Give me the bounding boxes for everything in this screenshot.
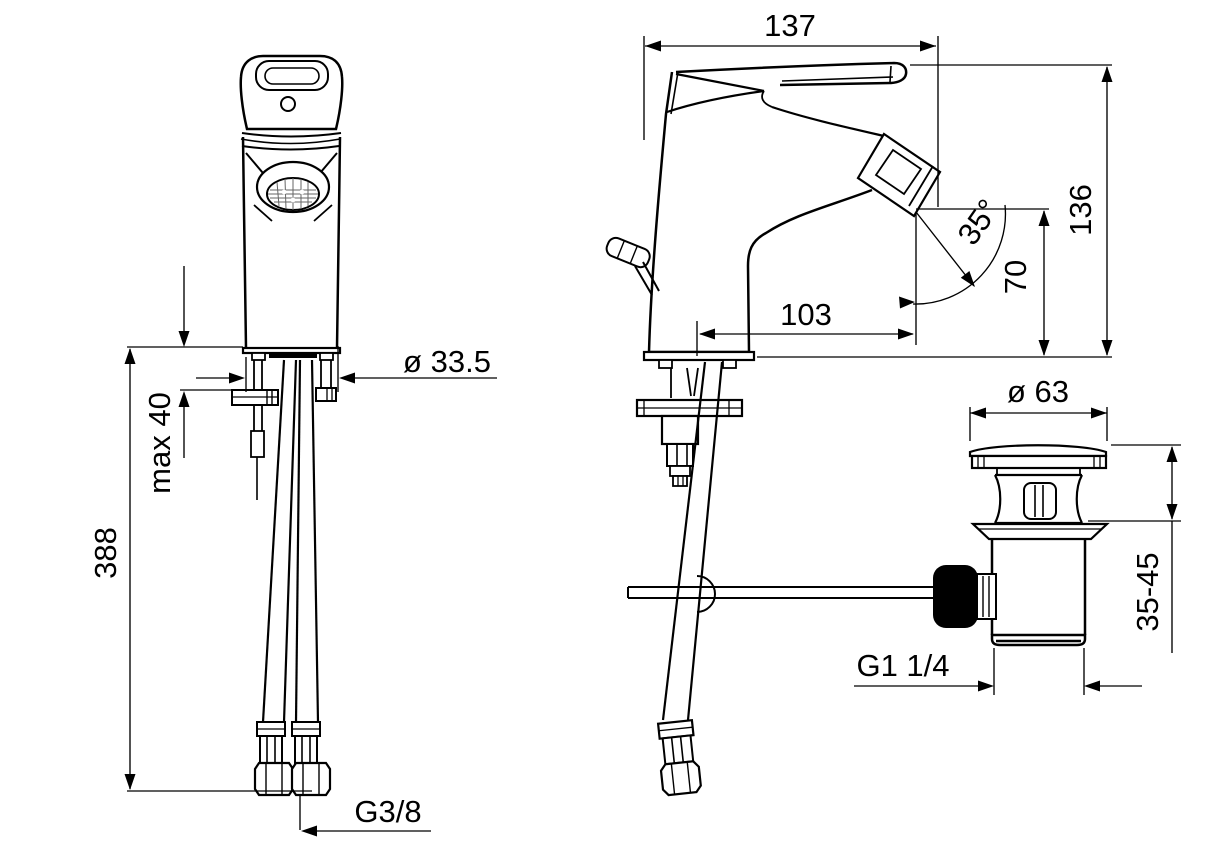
dim-spout-reach: 103 — [696, 297, 914, 356]
dim-spout-depth: 137 — [643, 8, 939, 207]
body-right-edge — [335, 136, 342, 349]
spout-top-edge — [771, 105, 885, 138]
mounting-bracket-front — [315, 360, 337, 402]
hose-nut-right — [290, 721, 332, 797]
rod-connector-knob — [933, 565, 978, 628]
dim-deck-hole-diameter: ø 33.5 — [196, 344, 497, 392]
aerator-housing-side — [856, 132, 942, 218]
waste-valve-view — [933, 444, 1110, 647]
handle-indicator-dot — [280, 96, 296, 112]
dim-waste-outlet-thread: G1 1/4 — [854, 648, 1142, 695]
dim-supply-hose-thread: G3/8 — [299, 794, 431, 837]
faucet-front-view — [231, 54, 344, 797]
dim-text-70: 70 — [998, 260, 1033, 294]
body-front-edge — [647, 71, 674, 353]
dim-text-35deg: 35° — [951, 193, 1007, 251]
dim-text-dia335: ø 33.5 — [403, 344, 491, 379]
waste-spool-body — [994, 473, 1083, 525]
dim-body-height: 136 — [757, 64, 1113, 358]
handle-grip-outline — [255, 60, 329, 91]
dim-text-388: 388 — [88, 527, 123, 579]
dimension-annotations: 137 136 70 35° — [88, 8, 1181, 837]
handle-front — [239, 54, 344, 131]
waste-flange — [970, 522, 1110, 541]
dim-text-g38: G3/8 — [354, 794, 421, 829]
dim-text-137: 137 — [764, 8, 816, 43]
dim-waste-flange-diameter: ø 63 — [969, 374, 1108, 441]
supply-hose-side — [661, 361, 707, 721]
hose-nut-side — [656, 719, 702, 797]
mounting-hardware-side — [635, 367, 744, 487]
spout-underside — [746, 188, 873, 353]
lift-rod-knob — [605, 236, 660, 296]
dim-max-deck-thickness: max 40 — [127, 266, 243, 494]
base-plate-side — [642, 350, 756, 362]
hose-nut-left — [253, 721, 295, 797]
dim-text-g114: G1 1/4 — [856, 648, 949, 683]
mounting-stud-front — [231, 360, 279, 500]
dim-text-dia63: ø 63 — [1007, 374, 1069, 409]
dim-text-103: 103 — [780, 297, 832, 332]
faucet-side-view — [605, 61, 942, 797]
body-left-edge — [241, 136, 248, 349]
pop-up-rod — [627, 575, 936, 613]
supply-hoses-front — [261, 359, 320, 723]
dim-waste-height-range: 35-45 — [1088, 444, 1181, 653]
lever-handle-side — [675, 61, 908, 87]
waste-plug-disc — [968, 444, 1108, 458]
base-seal-front — [269, 353, 317, 358]
dim-spout-height: 70 — [916, 208, 1050, 356]
dim-text-3545: 35-45 — [1130, 552, 1165, 631]
handle-grip-recess — [264, 67, 320, 85]
dim-text-max40: max 40 — [142, 392, 177, 494]
dim-overall-height: 388 — [88, 348, 312, 792]
dim-text-136: 136 — [1063, 184, 1098, 236]
